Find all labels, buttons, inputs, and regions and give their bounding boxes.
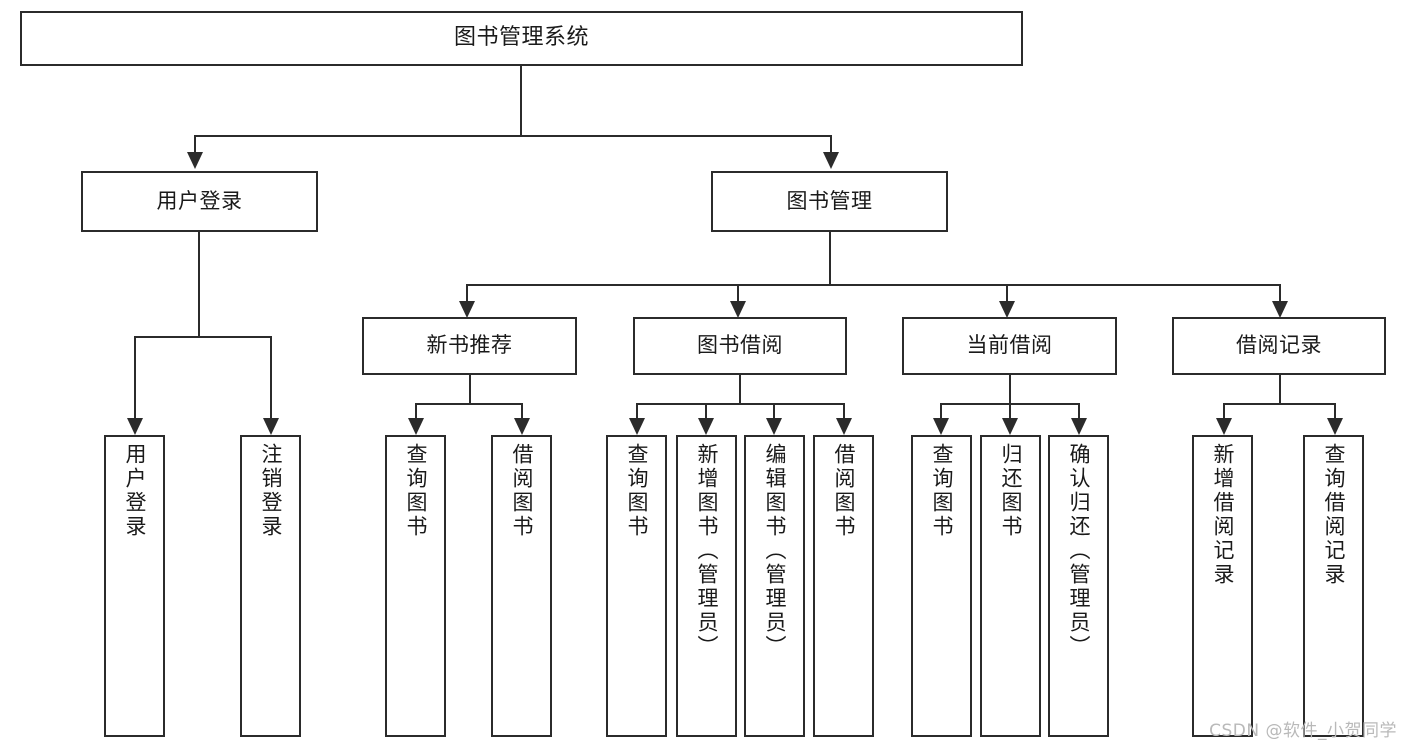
arrowhead-leaf-add-record [1216,418,1232,435]
edge-book-borrow-bus [636,403,845,405]
node-leaf-confirm-return[interactable]: 确认归还（管理员） [1048,435,1109,737]
edge-new-book-recommend-bus [415,403,523,405]
node-leaf-return-book-label: 归还图书 [999,443,1023,539]
edge-to-current-borrow [1006,284,1008,303]
arrowhead-leaf-return-book [1002,418,1018,435]
arrowhead-leaf-borrow-book-2 [836,418,852,435]
edge-current-borrow-stem [1009,375,1011,404]
edge-to-leaf-user-login [134,336,136,420]
edge-user-login-stem [198,232,200,337]
node-leaf-query-record[interactable]: 查询借阅记录 [1303,435,1364,737]
edge-to-leaf-add-book [705,403,707,420]
node-leaf-user-login[interactable]: 用户登录 [104,435,165,737]
arrowhead-book-management [823,152,839,169]
node-current-borrow-label: 当前借阅 [966,333,1053,358]
node-leaf-borrow-book-2[interactable]: 借阅图书 [813,435,874,737]
edge-to-book-borrow [737,284,739,303]
edge-borrow-record-stem [1279,375,1281,404]
node-leaf-edit-book-label: 编辑图书（管理员） [763,443,787,659]
edge-root-stem [520,66,522,136]
node-leaf-query-book-1[interactable]: 查询图书 [385,435,446,737]
edge-root-to-book-management [830,135,832,154]
edge-to-leaf-borrow-book-1 [521,403,523,420]
node-leaf-add-record[interactable]: 新增借阅记录 [1192,435,1253,737]
arrowhead-current-borrow [999,301,1015,318]
csdn-watermark: CSDN @软件_小贺同学 [1209,721,1397,741]
node-leaf-query-book-2-label: 查询图书 [625,443,649,539]
node-user-login[interactable]: 用户登录 [81,171,318,232]
node-borrow-record-label: 借阅记录 [1236,333,1322,358]
node-root[interactable]: 图书管理系统 [20,11,1023,66]
arrowhead-leaf-query-book-2 [629,418,645,435]
arrowhead-leaf-query-book-1 [408,418,424,435]
arrowhead-book-borrow [730,301,746,318]
edge-to-leaf-borrow-book-2 [843,403,845,420]
edge-to-leaf-add-record [1223,403,1225,420]
node-root-label: 图书管理系统 [453,25,589,51]
edge-book-borrow-stem [739,375,741,404]
arrowhead-leaf-edit-book [766,418,782,435]
edge-book-management-stem [829,232,831,285]
node-leaf-add-record-label: 新增借阅记录 [1211,443,1235,587]
edge-to-leaf-edit-book [773,403,775,420]
edge-to-borrow-record [1279,284,1281,303]
node-book-borrow[interactable]: 图书借阅 [633,317,847,375]
node-leaf-query-book-3[interactable]: 查询图书 [911,435,972,737]
edge-borrow-record-bus [1223,403,1336,405]
arrowhead-leaf-query-book-3 [933,418,949,435]
node-leaf-borrow-book-1[interactable]: 借阅图书 [491,435,552,737]
node-current-borrow[interactable]: 当前借阅 [902,317,1117,375]
node-new-book-recommend[interactable]: 新书推荐 [362,317,577,375]
node-book-borrow-label: 图书借阅 [697,333,783,358]
arrowhead-borrow-record [1272,301,1288,318]
edge-to-leaf-confirm-return [1078,403,1080,420]
arrowhead-leaf-borrow-book-1 [514,418,530,435]
node-leaf-add-book-label: 新增图书（管理员） [695,443,719,659]
arrowhead-leaf-confirm-return [1071,418,1087,435]
node-leaf-borrow-book-1-label: 借阅图书 [510,443,534,539]
node-user-login-label: 用户登录 [156,188,243,213]
edge-root-to-user-login [194,135,196,154]
edge-to-leaf-query-record [1334,403,1336,420]
node-leaf-borrow-book-2-label: 借阅图书 [832,443,856,539]
edge-to-leaf-user-logout [270,336,272,420]
node-leaf-edit-book[interactable]: 编辑图书（管理员） [744,435,805,737]
edge-to-new-book-recommend [466,284,468,303]
node-leaf-query-book-3-label: 查询图书 [930,443,954,539]
edge-to-leaf-query-book-1 [415,403,417,420]
edge-book-management-bus [466,284,1281,286]
edge-root-bus [194,135,832,137]
node-leaf-user-logout-label: 注销登录 [259,443,283,539]
arrowhead-leaf-user-login [127,418,143,435]
node-leaf-query-book-1-label: 查询图书 [404,443,428,539]
node-leaf-user-logout[interactable]: 注销登录 [240,435,301,737]
node-leaf-query-book-2[interactable]: 查询图书 [606,435,667,737]
node-book-management-label: 图书管理 [786,188,873,213]
node-leaf-query-record-label: 查询借阅记录 [1322,443,1346,587]
node-new-book-recommend-label: 新书推荐 [426,333,513,358]
node-borrow-record[interactable]: 借阅记录 [1172,317,1386,375]
node-leaf-user-login-label: 用户登录 [123,443,147,539]
node-leaf-confirm-return-label: 确认归还（管理员） [1067,443,1091,659]
edge-user-login-bus [134,336,272,338]
edge-new-book-recommend-stem [469,375,471,404]
edge-to-leaf-return-book [1009,403,1011,420]
node-book-management[interactable]: 图书管理 [711,171,948,232]
edge-to-leaf-query-book-2 [636,403,638,420]
arrowhead-leaf-add-book [698,418,714,435]
edge-to-leaf-query-book-3 [940,403,942,420]
arrowhead-user-login [187,152,203,169]
node-leaf-add-book[interactable]: 新增图书（管理员） [676,435,737,737]
arrowhead-leaf-user-logout [263,418,279,435]
node-leaf-return-book[interactable]: 归还图书 [980,435,1041,737]
arrowhead-leaf-query-record [1327,418,1343,435]
arrowhead-new-book-recommend [459,301,475,318]
